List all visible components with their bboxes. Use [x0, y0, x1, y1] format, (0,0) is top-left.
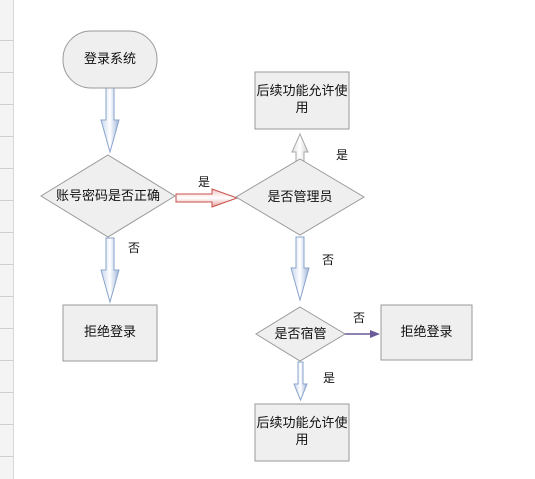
vertical-ruler — [0, 0, 14, 479]
arrow-admin-no — [290, 236, 310, 302]
process-reject-login-2[interactable] — [380, 304, 473, 361]
decision-account-check[interactable] — [40, 154, 176, 238]
arrow-login-to-check — [100, 87, 120, 154]
arrow-dorm-yes — [293, 361, 308, 402]
allow-2-label: 后续功能允许使用 — [256, 416, 348, 448]
arrow-dorm-no-head — [370, 330, 380, 338]
ruler-tick — [0, 296, 13, 297]
ruler-tick — [0, 40, 13, 41]
ruler-tick — [0, 72, 13, 73]
decision-is-dorm-admin[interactable] — [255, 306, 346, 362]
login-label: 登录系统 — [83, 52, 136, 67]
reject-1-label: 拒绝登录 — [83, 325, 136, 340]
ruler-tick — [0, 360, 13, 361]
allow-1-label: 后续功能允许使用 — [256, 84, 348, 116]
arrow-check-no — [100, 237, 120, 304]
process-allow-2[interactable] — [254, 403, 350, 462]
ruler-tick — [0, 200, 13, 201]
ruler-tick — [0, 264, 13, 265]
edge-label-admin-no: 否 — [322, 253, 335, 267]
start-node-login[interactable] — [62, 30, 158, 89]
edge-label-dorm-yes: 是 — [323, 371, 336, 385]
ruler-tick — [0, 232, 13, 233]
ruler-tick — [0, 136, 13, 137]
is-admin-label: 是否管理员 — [267, 190, 333, 205]
is-dorm-admin-label: 是否宿管 — [274, 327, 327, 342]
ruler-tick — [0, 392, 13, 393]
ruler-tick — [0, 104, 13, 105]
edge-label-check-no: 否 — [128, 241, 141, 255]
ruler-tick — [0, 168, 13, 169]
edge-label-admin-yes: 是 — [336, 148, 349, 162]
process-allow-1[interactable] — [254, 71, 350, 130]
process-reject-login-1[interactable] — [62, 304, 158, 362]
reject-2-label: 拒绝登录 — [400, 325, 453, 340]
edge-label-check-yes: 是 — [198, 175, 211, 189]
decision-is-admin[interactable] — [235, 158, 365, 236]
arrow-check-yes — [175, 188, 239, 208]
edge-label-dorm-no: 否 — [353, 311, 366, 325]
ruler-tick — [0, 424, 13, 425]
ruler-tick — [0, 456, 13, 457]
ruler-tick — [0, 328, 13, 329]
check-account-label: 账号密码是否正确 — [55, 189, 160, 204]
